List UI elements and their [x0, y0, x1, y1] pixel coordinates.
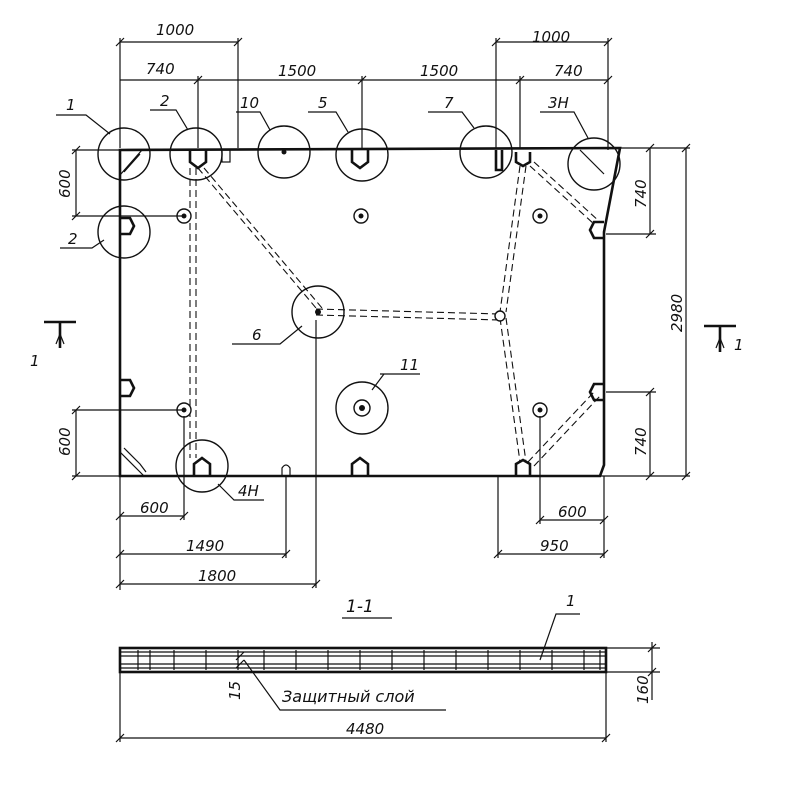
- section-view: 1-1 1 15 Защитный слой 160 4480: [115, 592, 660, 743]
- section-cut-marks: [44, 320, 736, 352]
- callout-leaders: [56, 109, 589, 501]
- top-dimensions: [115, 37, 613, 150]
- dim-bottom-950: 950: [540, 537, 569, 555]
- socket-bottom: [281, 464, 291, 476]
- loop-top-2: [188, 150, 208, 170]
- layer-dim-tick: [235, 651, 245, 669]
- section-stirrups: [137, 650, 601, 670]
- section-mark-right: 1: [734, 336, 744, 354]
- dim-top-1500-right: 1500: [420, 62, 458, 80]
- left-dimensions: [71, 145, 184, 481]
- dim-bottom-600-left: 600: [140, 499, 169, 517]
- loop-top-right: [514, 152, 532, 168]
- loop-bottom-right: [514, 458, 532, 476]
- section-callout-label: 1: [566, 592, 576, 610]
- slab-outline: [118, 146, 622, 478]
- section-mark-left: 1: [30, 352, 40, 370]
- right-dimensions: [600, 143, 691, 481]
- layer-label: Защитный слой: [282, 687, 415, 706]
- callout-label-10: 10: [240, 94, 259, 112]
- callout-label-4n: 4Н: [238, 482, 259, 500]
- loop-bottom-4n: [192, 456, 212, 476]
- embedded-part-10: [221, 149, 231, 163]
- dim-top-740-right: 740: [554, 62, 583, 80]
- mounting-holes: [176, 208, 548, 418]
- dim-top-740-left: 740: [146, 60, 175, 78]
- section-height-dim-lines: [606, 642, 660, 700]
- dim-top-1000-right: 1000: [532, 28, 570, 46]
- loop-left-2: [120, 216, 136, 236]
- dim-left-600-bottom: 600: [56, 427, 74, 456]
- bottom-dimensions: [115, 320, 609, 590]
- dashed-lines: [189, 161, 601, 467]
- loop-right-upper: [588, 220, 604, 240]
- section-length-dim-lines: [115, 672, 611, 743]
- loop-right-lower: [588, 382, 604, 402]
- callout-label-2-top: 2: [160, 92, 170, 110]
- layer-callout-label: 15: [226, 681, 244, 700]
- lifting-loops: [120, 149, 604, 476]
- section-rebar-bottom: [120, 663, 606, 669]
- plan-view: 1000 1000 740 1500 1500 740 600 600 740 …: [30, 21, 744, 590]
- callout-label-7: 7: [444, 94, 454, 112]
- callout-label-6: 6: [252, 326, 262, 344]
- dim-right-2980: 2980: [668, 294, 686, 332]
- dim-right-740-bottom: 740: [632, 427, 650, 456]
- section-callout-leader: [539, 613, 580, 661]
- dim-bottom-1800: 1800: [198, 567, 236, 585]
- loop-top-5: [350, 150, 370, 170]
- callout-circles: [97, 125, 621, 493]
- loop-left-lower: [120, 378, 136, 398]
- embedded-part-7: [494, 150, 504, 172]
- layer-leader: [243, 659, 446, 711]
- dim-left-600-top: 600: [56, 169, 74, 198]
- callout-label-2-left: 2: [68, 230, 78, 248]
- corner-chamfer-bottom-left: [119, 447, 147, 477]
- corner-chamfer-top-left: [119, 149, 143, 176]
- callout-label-5: 5: [318, 94, 328, 112]
- dim-top-1500-left: 1500: [278, 62, 316, 80]
- loop-bottom-mid: [350, 456, 370, 476]
- callout-label-11: 11: [400, 356, 419, 374]
- dim-bottom-1490: 1490: [186, 537, 224, 555]
- section-rebar-top: [120, 651, 606, 657]
- callout-label-3n: 3Н: [548, 94, 569, 112]
- dim-top-1000-left: 1000: [156, 21, 194, 39]
- dim-bottom-600-right: 600: [558, 503, 587, 521]
- section-height-dim: 160: [634, 675, 652, 704]
- section-length-dim: 4480: [346, 720, 384, 738]
- callout-label-1: 1: [66, 96, 76, 114]
- corner-chamfer-top-right: [579, 149, 605, 175]
- dim-right-740-top: 740: [632, 179, 650, 208]
- section-title: 1-1: [346, 597, 374, 617]
